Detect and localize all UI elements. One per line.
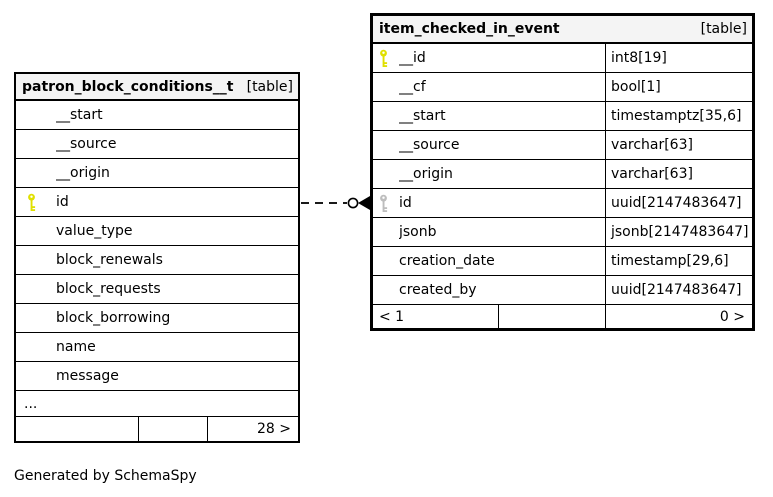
column-name: __source (399, 137, 460, 153)
column-name: __origin (399, 166, 453, 182)
primary-key-icon (373, 49, 399, 68)
column-type: varchar[63] (605, 160, 752, 188)
column-rows: __id int8[19] __cf bool[1] __start timestampt… (373, 44, 752, 305)
footer-children-count: 0 > (719, 308, 745, 325)
table-title: patron_block_conditions__t (22, 78, 234, 95)
column-name: __start (56, 107, 103, 123)
column-name: jsonb (399, 224, 437, 240)
table-item-checked-in-event: item_checked_in_event [table] __id int8[1… (370, 13, 755, 331)
table-footer: 28 > (16, 417, 298, 441)
column-row-created_by: created_by uuid[2147483647] (373, 276, 752, 305)
column-name: __start (399, 108, 446, 124)
column-row-id: id (16, 188, 298, 217)
footer-cell (16, 417, 139, 441)
table-header[interactable]: item_checked_in_event [table] (373, 16, 752, 44)
column-row-__origin: __origin (16, 159, 298, 188)
column-row-id: id uuid[2147483647] (373, 189, 752, 218)
zero-or-one-circle (347, 197, 359, 209)
generated-by-caption: Generated by SchemaSpy (14, 468, 197, 484)
column-name: message (56, 368, 119, 384)
column-name: __cf (399, 79, 426, 95)
footer-cell (139, 417, 208, 441)
column-name: block_renewals (56, 252, 163, 268)
column-row-__origin: __origin varchar[63] (373, 160, 752, 189)
column-name: __source (56, 136, 117, 152)
column-row-creation_date: creation_date timestamp[29,6] (373, 247, 752, 276)
column-type: jsonb[2147483647] (605, 218, 752, 246)
truncated-columns-row: ... (16, 391, 298, 417)
column-row-block_renewals: block_renewals (16, 246, 298, 275)
column-name: __id (399, 50, 426, 66)
column-name: name (56, 339, 96, 355)
table-footer: < 1 0 > (373, 305, 752, 328)
column-name: value_type (56, 223, 133, 239)
table-header[interactable]: patron_block_conditions__t [table] (16, 74, 298, 101)
column-name: block_borrowing (56, 310, 171, 326)
table-patron-block-conditions-t: patron_block_conditions__t [table] __sta… (14, 72, 300, 443)
primary-key-icon (16, 193, 56, 212)
relationship-connector (301, 196, 370, 210)
column-row-block_requests: block_requests (16, 275, 298, 304)
column-name: id (399, 195, 412, 211)
column-row-__start: __start (16, 101, 298, 130)
column-row-message: message (16, 362, 298, 391)
footer-cell (499, 305, 606, 328)
column-name: block_requests (56, 281, 161, 297)
arrowhead (358, 196, 370, 210)
column-row-__cf: __cf bool[1] (373, 73, 752, 102)
footer-parents-count: < 1 (373, 305, 499, 328)
table-title: item_checked_in_event (379, 21, 560, 37)
column-row-__source: __source varchar[63] (373, 131, 752, 160)
column-type: bool[1] (605, 73, 752, 101)
column-name: __origin (56, 165, 110, 181)
column-row-name: name (16, 333, 298, 362)
column-type: varchar[63] (605, 131, 752, 159)
column-name: id (56, 194, 69, 210)
column-name: created_by (399, 282, 477, 298)
foreign-key-icon (373, 194, 399, 213)
column-type: int8[19] (605, 44, 752, 72)
ellipsis-label: ... (24, 395, 38, 412)
column-row-__start: __start timestamptz[35,6] (373, 102, 752, 131)
column-row-value_type: value_type (16, 217, 298, 246)
column-type: timestamptz[35,6] (605, 102, 752, 130)
column-type: uuid[2147483647] (605, 189, 752, 217)
column-type: uuid[2147483647] (605, 276, 752, 304)
column-row-__id: __id int8[19] (373, 44, 752, 73)
column-row-__source: __source (16, 130, 298, 159)
column-row-block_borrowing: block_borrowing (16, 304, 298, 333)
table-type-badge: [table] (246, 78, 293, 95)
column-row-jsonb: jsonb jsonb[2147483647] (373, 218, 752, 247)
table-type-badge: [table] (700, 21, 747, 37)
column-name: creation_date (399, 253, 495, 269)
column-type: timestamp[29,6] (605, 247, 752, 275)
footer-children-count: 28 > (257, 421, 291, 437)
